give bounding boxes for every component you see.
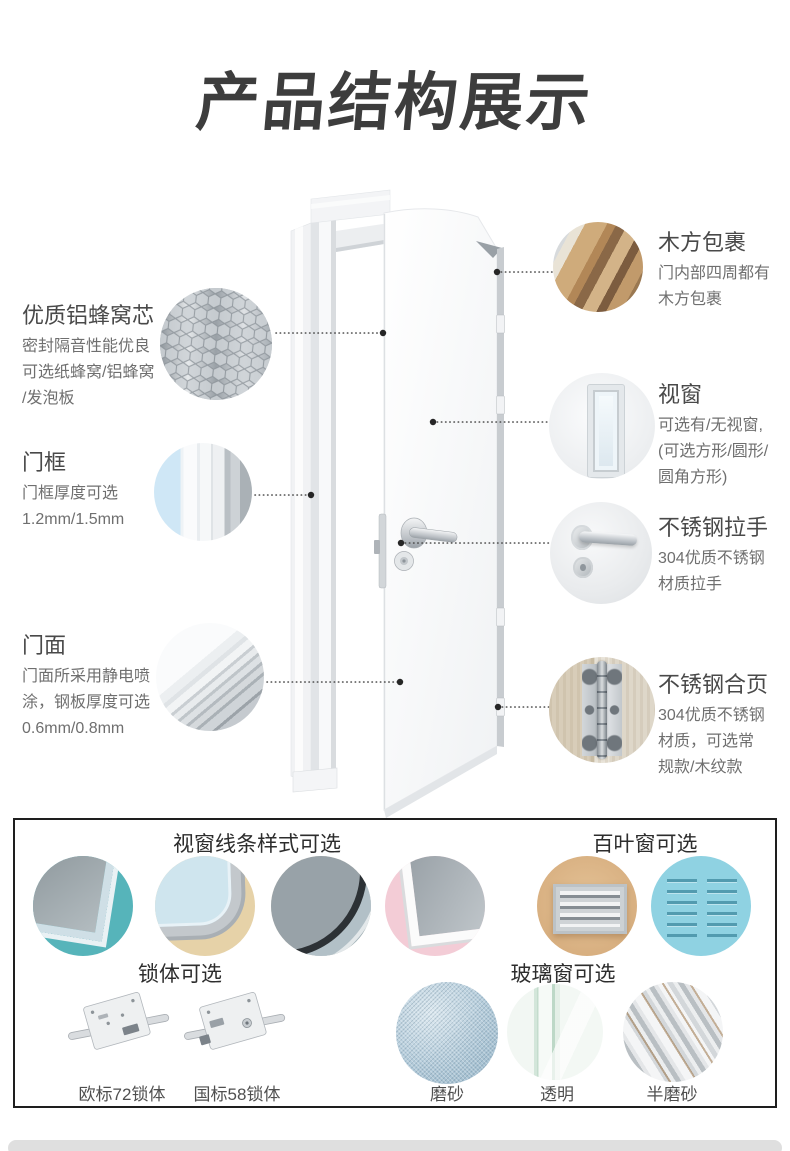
- window-frame-detail: [588, 384, 624, 478]
- hinge-plate-right: [607, 664, 623, 756]
- louver-header: 百叶窗可选: [592, 833, 698, 856]
- window-style-circle-option: [271, 856, 371, 956]
- louver-vent-panel: [553, 884, 627, 934]
- feature-title: 门框: [22, 450, 67, 475]
- steel-sheet-photo: [156, 623, 264, 731]
- feature-desc: 门内部四周都有 木方包裹: [658, 265, 771, 309]
- louver-slats: [560, 891, 620, 927]
- next-section-divider: [8, 1140, 782, 1151]
- feature-title: 门面: [22, 633, 67, 658]
- feature-steel-handle: 不锈钢拉手 304优质不锈钢 材质拉手: [658, 515, 786, 598]
- white-frame-corner: [399, 856, 485, 947]
- feature-wood-wrap: 木方包裹 门内部四周都有 木方包裹: [658, 230, 786, 313]
- glass-label-clear: 透明: [540, 1085, 574, 1104]
- feature-desc: 密封隔音性能优良 可选纸蜂窝/铝蜂窝 /发泡板: [22, 338, 155, 408]
- wood-wrap-photo: [553, 222, 643, 312]
- honeycomb-texture: [160, 288, 272, 400]
- hinge-knuckle: [596, 661, 608, 759]
- glass-label-frosted: 磨砂: [430, 1085, 464, 1104]
- window-style-white-frame-option: [385, 856, 485, 956]
- leader-lines: [254, 271, 553, 708]
- feature-title: 视窗: [658, 382, 703, 407]
- rounded-frame-corner: [155, 856, 243, 938]
- lock-header: 锁体可选: [138, 963, 222, 986]
- window-style-rounded-option: [155, 856, 255, 956]
- leader-dots: [307, 268, 502, 711]
- circle-frame-ring: [271, 856, 367, 956]
- feature-desc: 门面所采用静电喷 涂，钢板厚度可选 0.6mm/0.8mm: [22, 668, 151, 738]
- honeycomb-core-photo: [160, 288, 272, 400]
- glass-header: 玻璃窗可选: [510, 963, 616, 986]
- window-glass-detail: [599, 395, 613, 467]
- feature-title: 不锈钢合页: [658, 672, 769, 697]
- feature-door-face: 门面 门面所采用静电喷 涂，钢板厚度可选 0.6mm/0.8mm: [22, 633, 170, 742]
- feature-title: 不锈钢拉手: [658, 515, 769, 540]
- hinge-plate-left: [581, 664, 597, 756]
- hinge-notches: [496, 314, 505, 717]
- page-title: 产品结构展示: [193, 68, 596, 138]
- lock-label-euro72: 欧标72锁体: [78, 1085, 166, 1104]
- lock-cylinder-detail: [573, 557, 593, 579]
- window-styles-header: 视窗线条样式可选: [173, 833, 341, 856]
- louver-slot-column: [667, 875, 697, 937]
- euro-72-lock-image: [68, 992, 170, 1050]
- feature-title: 优质铝蜂窝芯: [22, 303, 155, 328]
- door-frame-graphic: [290, 189, 391, 793]
- feature-steel-hinge: 不锈钢合页 304优质不锈钢 材质，可选常 规款/木纹款: [658, 672, 786, 781]
- gb-58-lock-image: [184, 992, 286, 1050]
- feature-desc: 304优质不锈钢 材质，可选常 规款/木纹款: [658, 707, 765, 777]
- feature-desc: 304优质不锈钢 材质拉手: [658, 550, 765, 594]
- steel-handle-photo: [550, 502, 652, 604]
- louver-vent-option: [537, 856, 637, 956]
- semi-frosted-glass-photo: [623, 982, 723, 1082]
- door-leaf-graphic: [374, 208, 505, 818]
- door-handle-graphic: [374, 513, 458, 589]
- window-style-square-option: [33, 856, 133, 956]
- glass-label-semi: 半磨砂: [646, 1085, 698, 1104]
- feature-desc: 可选有/无视窗, (可选方形/圆形/ 圆角方形): [658, 417, 769, 487]
- clear-glass-photo: [507, 984, 603, 1080]
- feature-title: 木方包裹: [658, 230, 747, 255]
- feature-view-window: 视窗 可选有/无视窗, (可选方形/圆形/ 圆角方形): [658, 382, 786, 491]
- louver-cut-option: [651, 856, 751, 956]
- feature-honeycomb-core: 优质铝蜂窝芯 密封隔音性能优良 可选纸蜂窝/铝蜂窝 /发泡板: [22, 303, 170, 412]
- square-frame-corner: [33, 856, 119, 942]
- lock-label-gb58: 国标58锁体: [193, 1085, 281, 1104]
- feature-door-frame: 门框 门框厚度可选 1.2mm/1.5mm: [22, 450, 170, 533]
- louver-slot-column: [707, 875, 737, 937]
- frosted-glass-photo: [396, 982, 498, 1084]
- feature-desc: 门框厚度可选 1.2mm/1.5mm: [22, 485, 125, 529]
- steel-hinge-photo: [549, 657, 655, 763]
- door-frame-photo: [154, 443, 252, 541]
- view-window-photo: [549, 373, 655, 479]
